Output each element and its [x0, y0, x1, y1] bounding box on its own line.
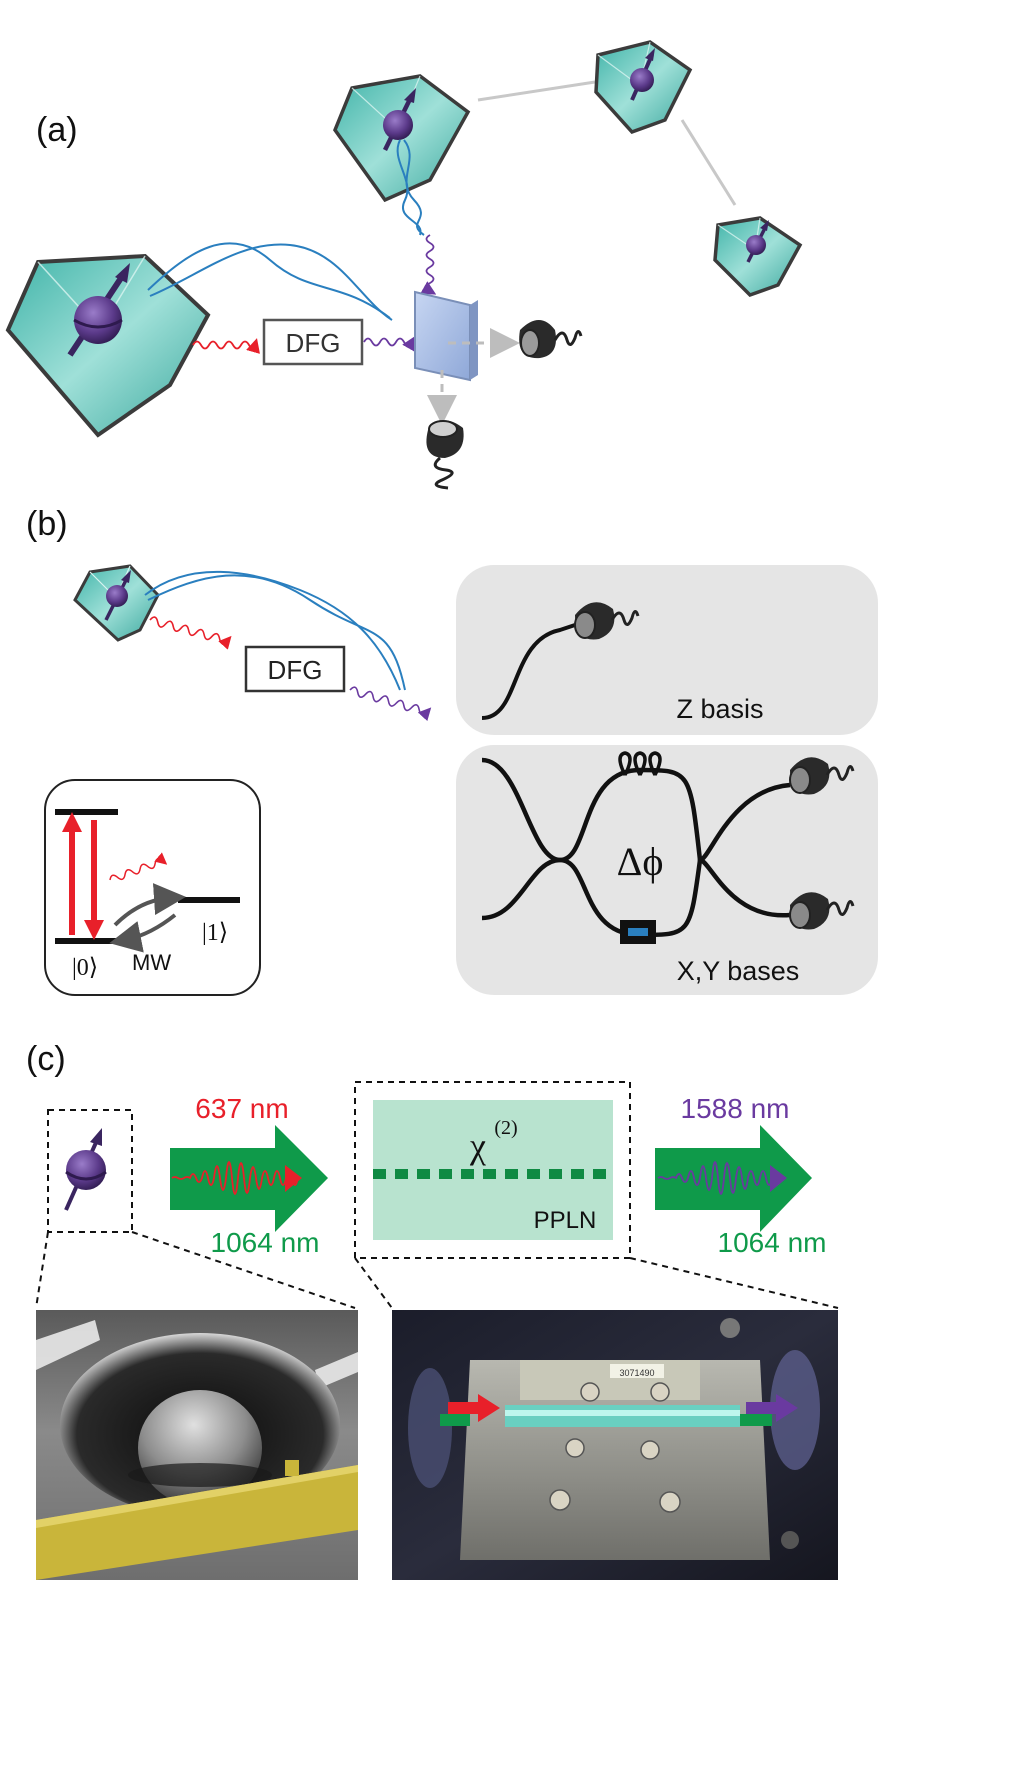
output-wavelength-label: 1588 nm	[681, 1093, 790, 1124]
network-link	[477, 80, 596, 102]
chi-label: χ	[469, 1126, 486, 1166]
panel-c-label: (c)	[26, 1040, 66, 1078]
fiber-link	[149, 243, 393, 321]
output-pump-arrow	[655, 1125, 812, 1232]
dfg-label-b: DFG	[268, 655, 323, 685]
chi-order-label: (2)	[494, 1117, 517, 1139]
input-wavelength-label: 637 nm	[195, 1093, 288, 1124]
dfg-label-a: DFG	[286, 328, 341, 358]
chip-label: 3071490	[619, 1368, 654, 1378]
photo-red-arrow	[448, 1394, 500, 1422]
panel-b: (b) DFG Z basis	[26, 505, 878, 996]
red-photon-icon	[192, 338, 260, 354]
detector-icon	[574, 602, 640, 640]
fiber-link	[147, 242, 391, 319]
fiber-link	[403, 139, 425, 236]
beam-splitter-icon	[414, 290, 478, 382]
purple-photon-icon	[349, 686, 432, 722]
panel-a: (a)	[5, 40, 803, 490]
output-pump-label: 1064 nm	[718, 1227, 827, 1258]
spin-icon	[66, 1150, 106, 1190]
diamond-remote-icon	[333, 74, 471, 203]
mw-arrow	[113, 883, 186, 927]
mw-arrow	[109, 913, 177, 953]
detector-icon	[519, 320, 583, 359]
level-1-label: |1⟩	[202, 920, 228, 946]
diamond-remote-icon	[713, 216, 803, 298]
detector-icon	[426, 420, 464, 490]
purple-photon-icon	[363, 335, 416, 352]
panel-a-label: (a)	[36, 111, 78, 149]
diamond-remote-icon	[594, 40, 693, 135]
purple-wavepacket	[657, 1161, 773, 1195]
red-photon-icon	[149, 616, 232, 650]
ppln-label: PPLN	[534, 1207, 597, 1234]
dfg-box-b	[244, 645, 346, 693]
xy-bases-label: X,Y bases	[677, 956, 800, 986]
sem-micrograph	[36, 1310, 358, 1580]
emission-photon-icon	[109, 852, 168, 881]
ppln-setup-photo: 3071490	[392, 1310, 838, 1580]
network-link	[680, 119, 737, 206]
spin-box	[47, 1109, 133, 1233]
detector-icon	[789, 892, 855, 930]
diamond-large-icon	[5, 253, 211, 438]
panel-b-label: (b)	[26, 505, 68, 543]
purple-photon-icon	[420, 234, 437, 295]
phase-label: Δϕ	[617, 839, 664, 884]
panel-c: (c) 637 nm 1064 nm χ (2) PPLN 1588 nm 10…	[26, 1040, 839, 1580]
z-basis-box	[456, 565, 878, 735]
detector-icon	[789, 757, 855, 795]
fiber-link	[144, 570, 401, 691]
input-pump-arrow	[170, 1125, 328, 1232]
diamond-small-icon	[73, 564, 160, 642]
input-pump-label: 1064 nm	[211, 1227, 320, 1258]
spin-icon	[74, 296, 122, 344]
xy-bases-box	[456, 745, 878, 995]
level-0-label: |0⟩	[72, 955, 98, 981]
red-wavepacket	[171, 1161, 299, 1195]
photo-purple-arrow	[746, 1394, 798, 1422]
ppln-dashed-box	[354, 1081, 631, 1259]
z-basis-label: Z basis	[676, 694, 763, 724]
mw-label: MW	[132, 950, 171, 975]
dfg-box-a	[262, 318, 364, 366]
fiber-link	[147, 574, 406, 691]
